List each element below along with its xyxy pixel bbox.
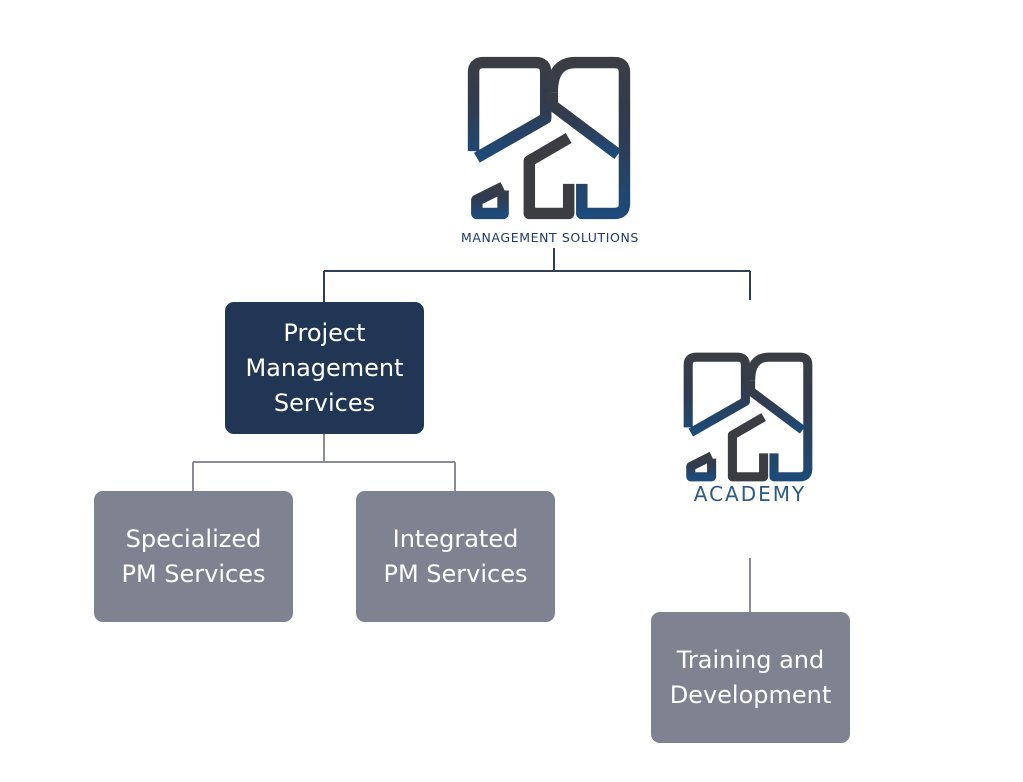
logo-subtitle-management: MANAGEMENT SOLUTIONS <box>461 230 639 245</box>
node-integrated-pm-services[interactable]: Integrated PM Services <box>356 491 555 622</box>
node-specialized-pm-services[interactable]: Specialized PM Services <box>94 491 293 622</box>
node-training-and-development[interactable]: Training and Development <box>651 612 850 743</box>
logo-subtitle-academy: ACADEMY <box>693 482 807 506</box>
node-project-management-services[interactable]: Project Management Services <box>225 302 424 434</box>
